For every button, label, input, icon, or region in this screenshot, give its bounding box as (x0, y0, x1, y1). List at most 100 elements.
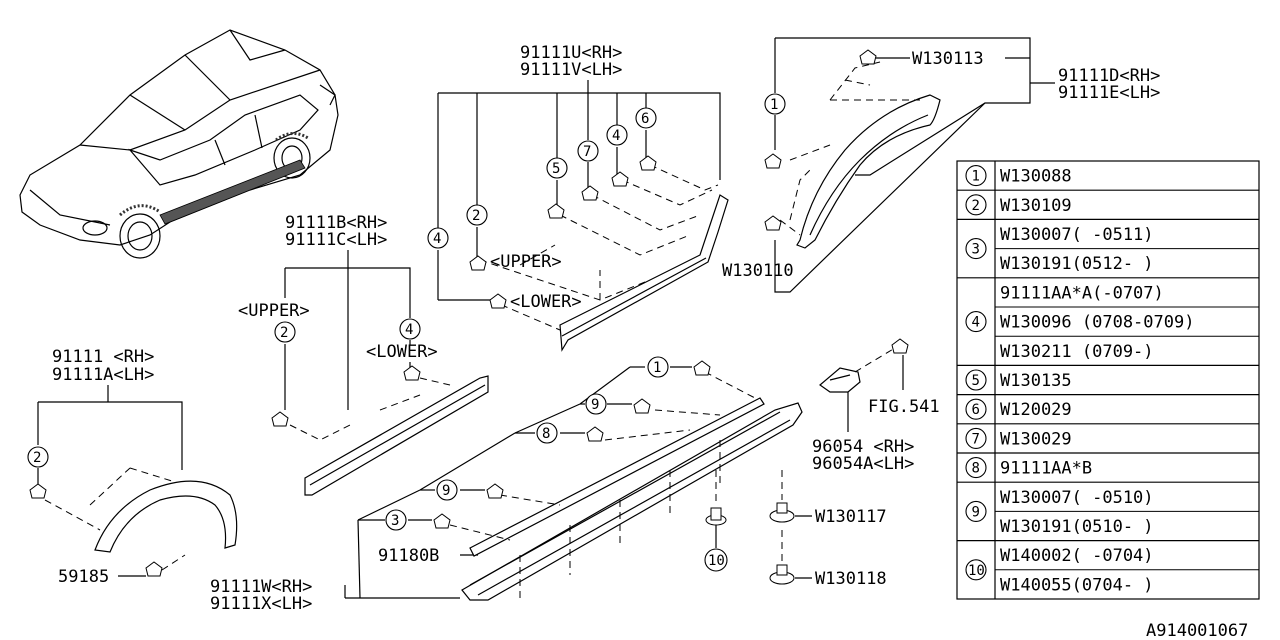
label-96054a: 96054A<LH> (812, 454, 914, 474)
callout-9-b-text: 9 (442, 483, 450, 499)
callout-3 (385, 509, 407, 531)
legend-part-number: 91111AA*A(-0707) (1000, 283, 1164, 303)
legend-callout-text: 4 (972, 315, 980, 331)
label-91180b: 91180B (378, 546, 439, 566)
label-91111b: 91111B<RH> (285, 213, 387, 233)
label-upper-1: <UPPER> (490, 252, 562, 272)
bracket-96054 (819, 338, 909, 432)
label-59185: 59185 (58, 567, 109, 587)
side-molding-middle (271, 365, 489, 496)
label-upper-2: <UPPER> (238, 301, 310, 321)
legend-part-number: W130191(0512- ) (1000, 254, 1154, 274)
callout-10 (704, 548, 728, 572)
legend-callout-text: 8 (972, 461, 980, 477)
label-91111a: 91111A<LH> (52, 365, 154, 385)
legend-callout-10 (965, 559, 987, 581)
legend-callout-8 (965, 457, 987, 479)
clips-bottom-group (433, 360, 711, 529)
group-91111u-lines (437, 80, 721, 301)
callout-7-text: 7 (583, 144, 591, 160)
callout-1-a-text: 1 (770, 97, 778, 113)
legend-callout-3 (965, 238, 987, 260)
legend-callout-6 (965, 398, 987, 420)
label-91111w: 91111W<RH> (210, 577, 312, 597)
legend-part-number: W130135 (1000, 371, 1072, 391)
legend-callout-4 (965, 311, 987, 333)
label-91111x: 91111X<LH> (210, 594, 312, 614)
screw-w130117 (769, 470, 812, 523)
legend-part-number: W130088 (1000, 167, 1072, 187)
legend-part-number: W130007( -0511) (1000, 225, 1154, 245)
label-91111u: 91111U<RH> (520, 43, 622, 63)
legend-callout-text: 5 (972, 373, 980, 389)
legend-part-number: W130096 (0708-0709) (1000, 313, 1194, 333)
callout-1-b (647, 356, 669, 378)
label-lower-1: <LOWER> (510, 292, 582, 312)
callout-2-c (27, 446, 49, 468)
callout-10-text: 10 (708, 553, 725, 569)
legend-part-number: W140055(0704- ) (1000, 575, 1154, 595)
callout-1-a (764, 93, 786, 115)
label-w130113: W130113 (912, 49, 984, 69)
legend-callout-text: 9 (972, 504, 980, 520)
callout-9-a (585, 393, 607, 415)
legend-callout-text: 1 (972, 169, 980, 185)
car-illustration (19, 29, 339, 259)
clips-top-group (469, 155, 657, 309)
label-91111e: 91111E<LH> (1058, 83, 1160, 103)
legend-callout-text: 3 (972, 242, 980, 258)
callout-2-b-text: 2 (280, 325, 288, 341)
legend-part-number: W120029 (1000, 400, 1072, 420)
legend-part-number: W130007( -0510) (1000, 488, 1154, 508)
label-w130118: W130118 (815, 569, 887, 589)
callout-5-text: 5 (552, 161, 560, 177)
label-96054: 96054 <RH> (812, 437, 914, 457)
legend-callout-text: 6 (972, 402, 980, 418)
legend-part-number: W130211 (0709-) (1000, 342, 1154, 362)
callout-3-text: 3 (391, 513, 399, 529)
callout-5 (546, 157, 568, 179)
label-91111: 91111 <RH> (52, 347, 154, 367)
legend-border (956, 160, 1260, 600)
callout-1-b-text: 1 (653, 360, 661, 376)
callout-4-b-text: 4 (612, 128, 620, 144)
label-91111v: 91111V<LH> (520, 60, 622, 80)
legend-part-number: W130191(0510- ) (1000, 517, 1154, 537)
group-91111d-lines (774, 37, 1055, 293)
callout-4-c-text: 4 (405, 322, 413, 338)
legend-part-number: W130109 (1000, 196, 1072, 216)
group-91111b-lines (284, 250, 411, 410)
callout-4-a-text: 4 (433, 231, 441, 247)
screw-w130118 (769, 530, 812, 585)
wheel-arch-front (764, 49, 941, 249)
callout-4-b (606, 124, 628, 146)
label-w130110: W130110 (722, 261, 794, 281)
callout-4-a (427, 227, 449, 249)
legend-callout-1 (965, 165, 987, 187)
side-molding-upper (479, 164, 729, 352)
label-91111c: 91111C<LH> (285, 230, 387, 250)
callout-2-b (274, 321, 296, 343)
wheel-arch-rear (29, 467, 238, 577)
legend-callout-9 (965, 500, 987, 522)
legend-callout-text: 2 (972, 198, 980, 214)
callout-2-c-text: 2 (33, 450, 41, 466)
diagram-id: A914001067 (1146, 621, 1248, 640)
label-91111d: 91111D<RH> (1058, 66, 1160, 86)
callout-7 (577, 140, 599, 162)
callout-6 (635, 107, 657, 129)
legend-part-number: W130029 (1000, 429, 1072, 449)
callout-2-a (466, 204, 488, 226)
legend-table: 1 W130088 2 W130109 3 W130007( -0511) W130191(… (956, 160, 1260, 600)
legend-part-number: W140002( -0704) (1000, 546, 1154, 566)
legend-part-number: 91111AA*B (1000, 459, 1092, 479)
label-lower-2: <LOWER> (366, 342, 438, 362)
legend-callout-2 (965, 194, 987, 216)
legend-callout-text: 10 (968, 563, 985, 579)
label-w130117: W130117 (815, 507, 887, 527)
callout-8 (536, 422, 558, 444)
callout-4-c (399, 318, 421, 340)
legend-callout-5 (965, 369, 987, 391)
